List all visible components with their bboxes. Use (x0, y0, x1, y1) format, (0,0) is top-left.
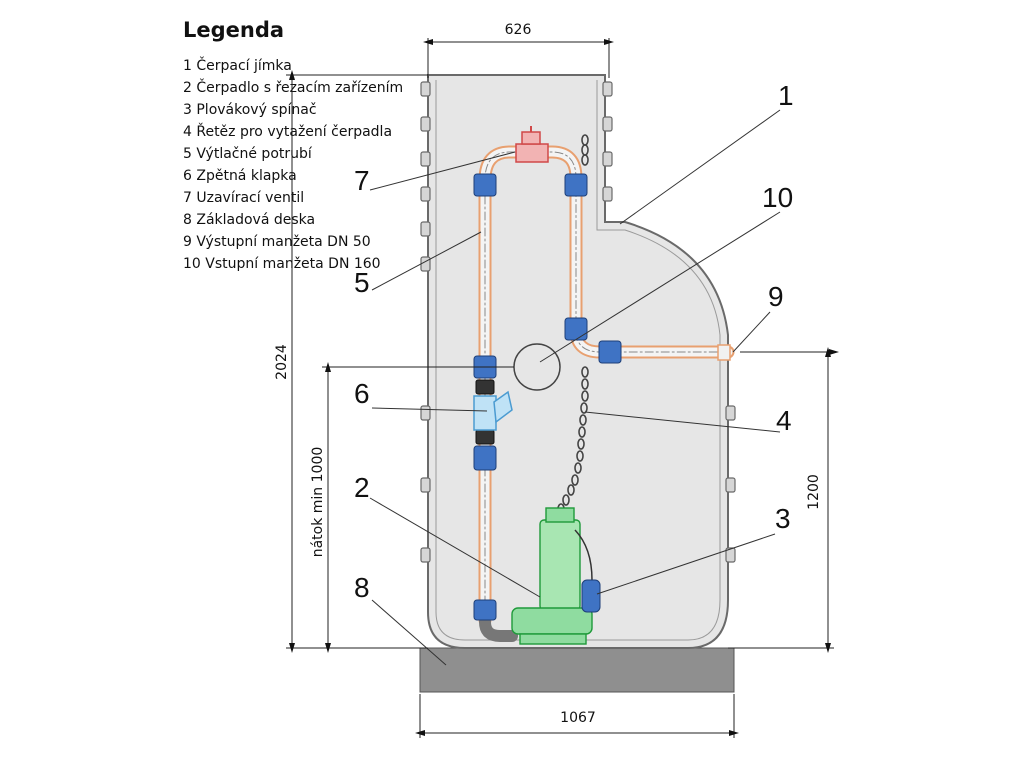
legend-title: Legenda (183, 18, 285, 42)
gate-valve (515, 126, 549, 163)
leader-lines (369, 109, 781, 666)
check-valve (473, 390, 513, 431)
legend-item: 8 Základová deska (183, 212, 316, 228)
pipe-couplings (473, 173, 622, 621)
dimension-lines (286, 38, 839, 738)
callout-2: 2 (354, 472, 370, 503)
tank-body (427, 74, 729, 649)
dim-top-width: 626 (505, 22, 532, 38)
inlet-sleeve (513, 343, 561, 391)
callout-10: 10 (762, 182, 793, 213)
dim-inflow-height: nátok min 1000 (310, 447, 326, 558)
callout-7: 7 (354, 165, 370, 196)
callout-3: 3 (775, 503, 791, 534)
float-switch (581, 579, 601, 613)
callout-4: 4 (776, 405, 792, 436)
outlet-sleeve (717, 344, 731, 361)
legend: Legenda 1 Čerpací jímka 2 Čerpadlo s řez… (183, 18, 403, 275)
base-plate (419, 647, 735, 693)
pump-chain (557, 134, 589, 515)
callout-9: 9 (768, 281, 784, 312)
dim-base-width: 1067 (560, 710, 596, 726)
legend-item: 10 Vstupní manžeta DN 160 (183, 256, 381, 272)
callout-1: 1 (778, 80, 794, 111)
dim-outlet-height: 1200 (806, 474, 822, 510)
callout-5: 5 (354, 267, 370, 298)
legend-item: 3 Plovákový spínač (183, 102, 317, 118)
legend-item: 9 Výstupní manžeta DN 50 (183, 234, 371, 250)
tank-inner-wall (435, 80, 721, 641)
legend-item: 5 Výtlačné potrubí (183, 146, 312, 162)
legend-item: 1 Čerpací jímka (183, 58, 292, 74)
callout-6: 6 (354, 378, 370, 409)
legend-item: 4 Řetěz pro vytažení čerpadla (183, 124, 393, 140)
callout-8: 8 (354, 572, 370, 603)
dim-total-height: 2024 (274, 344, 290, 380)
discharge-pipe (478, 145, 735, 642)
legend-item: 7 Uzavírací ventil (183, 190, 305, 206)
legend-item: 6 Zpětná klapka (183, 168, 297, 184)
cutter-pump (511, 507, 593, 645)
